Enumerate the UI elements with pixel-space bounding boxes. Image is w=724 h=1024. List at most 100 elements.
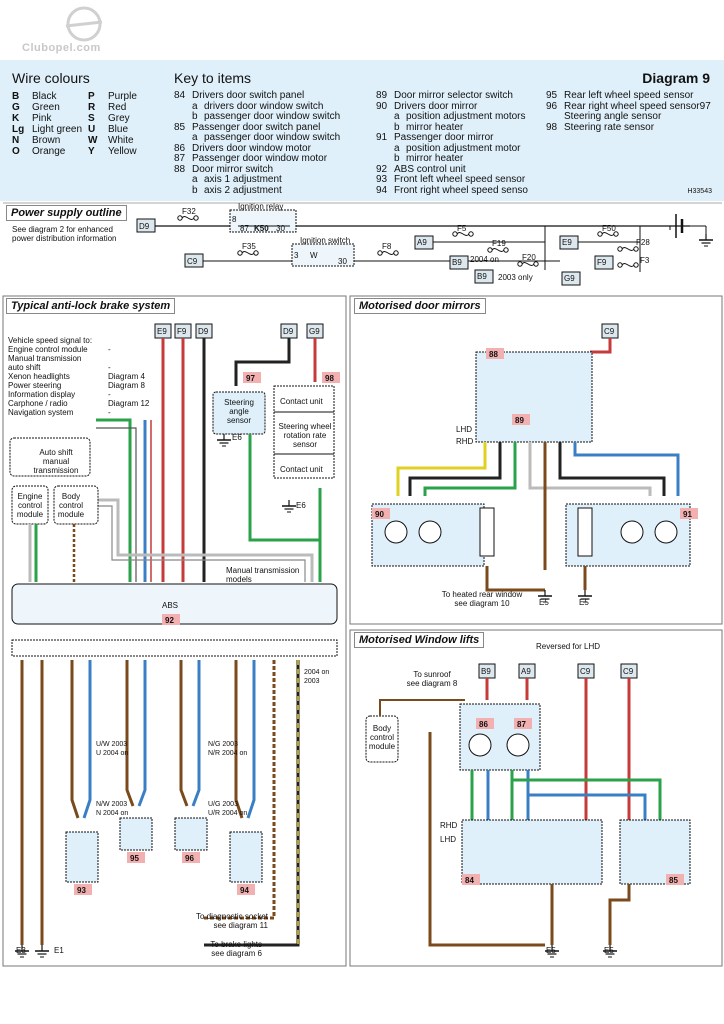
vss-target: Xenon headlights [8,372,70,381]
wire-colour-code: P [88,91,95,102]
vehicle-speed-signal-table: Vehicle speed signal to:Engine control m… [8,336,149,417]
mirrors-title: Motorised door mirrors [354,298,486,314]
abs-supply-f9: F9 [177,327,187,336]
ps-r87: 87 [240,224,249,233]
sunroof-note: To sunroof see diagram 8 [406,670,458,688]
key-text: Rear left wheel speed sensor [564,90,694,101]
window-85: 85 [669,876,678,885]
wire-colour-code: K [12,113,20,124]
abs-97-badge [243,372,261,383]
vss-diagram: - [108,363,111,372]
key-text: Drivers door mirror [394,100,478,112]
vss-target: Manual transmission [8,354,82,363]
key-text: Front right wheel speed senso [394,184,528,196]
abs-96-badge [182,852,200,863]
abs-frame [2,295,347,967]
key-text: axis 2 adjustment [204,184,282,196]
vss-row: Navigation system- [8,408,149,417]
key-sub-letter: a [192,174,198,185]
abs-95-badge [127,852,145,863]
mirror-88-badge [486,348,504,359]
ps-f28: F28 [636,238,650,247]
abs-contact-unit-1: Contact unit [280,397,323,406]
vss-target: Vehicle speed signal to: [8,336,93,345]
brake-lights-note: To brake lights see diagram 6 [210,940,262,958]
key-text: Passenger door window motor [192,153,328,164]
window-86-badge [476,718,494,729]
abs-system [9,323,338,958]
header-panel [0,60,724,201]
abs-94-badge [237,884,255,895]
abs-supply-e9: E9 [157,327,167,336]
key-number: 98 [546,121,558,133]
vss-row: Manual transmission [8,354,149,363]
mirror-lhd: LHD [456,425,472,434]
mirror-rhd: RHD [456,437,474,446]
ps-2004-on: 2004 on [470,255,499,264]
window-85-badge [666,874,684,885]
key-number: 84 [174,90,186,101]
ps-f8: F8 [382,242,392,251]
key-text: Passenger door switch panel [192,121,321,133]
ps-f20: F20 [522,253,536,262]
ps-f32: F32 [182,207,196,216]
key-text: Drivers door switch panel [192,90,305,101]
key-text: ABS control unit [394,163,466,175]
wire-nw-note: N/W 2003 N 2004 on [96,801,129,817]
key-sub-letter: b [394,121,400,133]
key-item: 84 Drivers door switch panel [174,90,305,102]
ps-f50: F50 [602,224,616,233]
window-system [365,663,691,958]
logo-mark-icon [65,6,103,42]
ps-b9: B9 [452,258,462,267]
key-sub-letter: b [192,111,198,122]
ps-g9: G9 [564,274,575,283]
abs-ground-e1: E1 [54,946,64,955]
key-number: 85 [174,121,186,133]
ps-c9: C9 [187,257,198,266]
abs-97: 97 [246,374,255,383]
window-reversed: Reversed for LHD [536,642,600,651]
key-number: 89 [376,90,388,101]
wire-colour-name: Red [108,102,127,113]
window-supply-b9: B9 [481,667,491,676]
wire-colour-name: White [108,135,134,146]
key-text: Door mirror switch [192,163,274,175]
wire-colour-name: Grey [108,113,130,124]
vss-row: auto shift- [8,363,149,372]
ps-b9b: B9 [477,272,487,281]
mirror-88: 88 [489,350,498,359]
wire-colour-code: G [12,102,20,113]
abs-title: Typical anti-lock brake system [6,298,176,314]
abs-95: 95 [130,854,139,863]
rate-sensor-label: Steering wheel rotation rate sensor [278,422,332,449]
abs-ground-e6: E6 [232,433,242,442]
key-number: 92 [376,163,388,175]
wire-colour-code: Lg [12,124,25,135]
key-text: Rear right wheel speed sensor97 [564,100,711,112]
window-84-badge [462,874,480,885]
auto-shift-label: Auto shift manual transmission [33,448,79,475]
diag-socket-note: To diagnostic socket see diagram 11 [195,912,268,930]
wire-colour-code: O [12,146,20,157]
window-86: 86 [479,720,488,729]
mirror-ground-e5a: E5 [539,598,549,607]
wire-colour-code: N [12,135,20,146]
wire-colour-code: S [88,113,95,124]
vss-diagram: - [108,345,111,354]
key-sub-letter: a [192,100,198,112]
ps-e9: E9 [562,238,572,247]
abs-supply-d9b: D9 [283,327,294,336]
power-supply-outline [136,209,714,286]
